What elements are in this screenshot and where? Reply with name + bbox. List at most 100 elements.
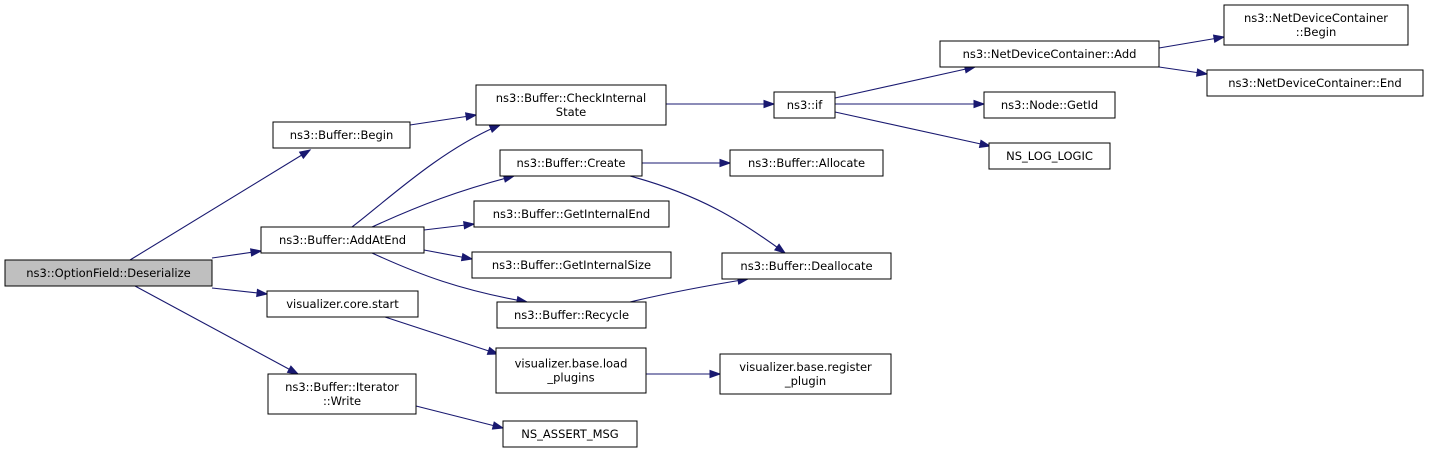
- edge-addatend-to-getend: [423, 220, 476, 231]
- node-box: [495, 347, 647, 394]
- node-box: [983, 91, 1116, 119]
- node-label: ns3::if: [787, 98, 824, 112]
- arrowhead-icon: [973, 99, 986, 109]
- arrowhead-icon: [719, 158, 732, 168]
- node-box: [4, 259, 213, 287]
- node-box: [499, 149, 643, 177]
- node-box: [988, 142, 1111, 170]
- arrowhead-icon: [1212, 34, 1226, 44]
- edge-root-to-begin: [129, 149, 312, 261]
- node-label: ns3::Buffer::Begin: [290, 128, 394, 142]
- arrowhead-icon: [773, 243, 787, 254]
- arrowhead-icon: [256, 288, 269, 298]
- node-if[interactable]: ns3::if: [773, 91, 836, 119]
- node-label: ns3::Buffer::AddAtEnd: [279, 233, 406, 247]
- edge-line: [371, 175, 515, 228]
- node-ndcbegin[interactable]: ns3::NetDeviceContainer::Begin: [1223, 4, 1409, 46]
- node-label: State: [556, 105, 586, 119]
- node-label: ns3::Buffer::Deallocate: [740, 259, 872, 273]
- node-nsassert[interactable]: NS_ASSERT_MSG: [502, 420, 638, 448]
- edge-line: [629, 278, 749, 303]
- node-box: [471, 251, 672, 279]
- edge-if-to-ndcadd: [834, 65, 977, 99]
- node-label: ::Begin: [1296, 25, 1337, 39]
- node-label: ns3::Buffer::Recycle: [514, 308, 629, 322]
- arrowhead-icon: [978, 139, 992, 148]
- node-nslog[interactable]: NS_LOG_LOGIC: [988, 142, 1111, 170]
- node-root[interactable]: ns3::OptionField::Deserialize: [4, 259, 213, 287]
- node-box: [721, 252, 892, 280]
- node-label: NS_ASSERT_MSG: [521, 427, 618, 441]
- arrowhead-icon: [1195, 68, 1209, 77]
- node-box: [719, 353, 892, 395]
- node-label: ns3::Node::GetId: [1001, 98, 1098, 112]
- node-getend[interactable]: ns3::Buffer::GetInternalEnd: [473, 200, 670, 228]
- arrowhead-icon: [460, 252, 474, 262]
- node-vstart[interactable]: visualizer.core.start: [266, 290, 419, 318]
- node-label: ns3::Buffer::Create: [516, 156, 625, 170]
- edge-create-to-deallocate: [629, 175, 787, 254]
- arrowhead-icon: [463, 220, 476, 230]
- edge-if-to-getid: [835, 99, 986, 109]
- node-label: ns3::NetDeviceContainer::Add: [963, 47, 1137, 61]
- node-getid[interactable]: ns3::Node::GetId: [983, 91, 1116, 119]
- node-label: ns3::Buffer::Allocate: [748, 156, 865, 170]
- edge-line: [834, 66, 976, 99]
- node-label: NS_LOG_LOGIC: [1006, 149, 1093, 163]
- edge-iwrite-to-nsassert: [415, 405, 505, 430]
- node-label: ns3::OptionField::Deserialize: [26, 266, 191, 280]
- node-label: ::Write: [323, 394, 361, 408]
- node-label: ns3::Buffer::CheckInternal: [496, 91, 647, 105]
- node-box: [272, 121, 411, 149]
- arrowhead-icon: [286, 365, 300, 375]
- node-vload[interactable]: visualizer.base.load_plugins: [495, 347, 647, 394]
- arrowhead-icon: [709, 369, 722, 379]
- edge-line: [371, 252, 528, 303]
- edge-create-to-allocate: [642, 158, 732, 168]
- node-box: [473, 200, 670, 228]
- edge-line: [834, 111, 991, 147]
- node-label: ns3::Buffer::GetInternalEnd: [493, 207, 650, 221]
- edge-ndcadd-to-ndcbegin: [1158, 34, 1226, 49]
- arrowhead-icon: [464, 112, 478, 121]
- node-box: [475, 84, 667, 126]
- edge-root-to-iwrite: [134, 285, 300, 375]
- node-label: _plugins: [546, 371, 594, 385]
- node-recycle[interactable]: ns3::Buffer::Recycle: [496, 301, 647, 329]
- node-label: visualizer.core.start: [286, 297, 399, 311]
- edge-begin-to-checkstate: [409, 112, 478, 126]
- arrowhead-icon: [249, 248, 263, 257]
- arrowhead-icon: [488, 124, 502, 134]
- edge-addatend-to-getsize: [423, 249, 474, 262]
- node-allocate[interactable]: ns3::Buffer::Allocate: [729, 149, 884, 177]
- node-getsize[interactable]: ns3::Buffer::GetInternalSize: [471, 251, 672, 279]
- node-vreg[interactable]: visualizer.base.register_plugin: [719, 353, 892, 395]
- node-deallocate[interactable]: ns3::Buffer::Deallocate: [721, 252, 892, 280]
- edge-line: [351, 124, 501, 228]
- node-box: [267, 373, 417, 415]
- arrowhead-icon: [486, 346, 500, 355]
- edge-recycle-to-deallocate: [629, 276, 750, 303]
- node-iwrite[interactable]: ns3::Buffer::Iterator::Write: [267, 373, 417, 415]
- edge-line: [134, 285, 299, 375]
- arrowhead-icon: [298, 149, 312, 160]
- node-create[interactable]: ns3::Buffer::Create: [499, 149, 643, 177]
- node-ndcend[interactable]: ns3::NetDeviceContainer::End: [1206, 69, 1424, 97]
- node-box: [502, 420, 638, 448]
- node-box: [260, 226, 425, 254]
- node-ndcadd[interactable]: ns3::NetDeviceContainer::Add: [939, 40, 1160, 68]
- node-box: [1206, 69, 1424, 97]
- node-addatend[interactable]: ns3::Buffer::AddAtEnd: [260, 226, 425, 254]
- node-begin[interactable]: ns3::Buffer::Begin: [272, 121, 411, 149]
- edge-line: [409, 114, 477, 126]
- node-box: [266, 290, 419, 318]
- node-label: ns3::Buffer::Iterator: [285, 380, 399, 394]
- edge-line: [1158, 36, 1225, 49]
- edge-vload-to-vreg: [646, 369, 722, 379]
- edge-root-to-vstart: [211, 287, 269, 298]
- node-label: ns3::NetDeviceContainer: [1244, 11, 1388, 25]
- node-label: visualizer.base.load: [515, 357, 628, 371]
- node-box: [1223, 4, 1409, 46]
- node-label: ns3::NetDeviceContainer::End: [1228, 76, 1401, 90]
